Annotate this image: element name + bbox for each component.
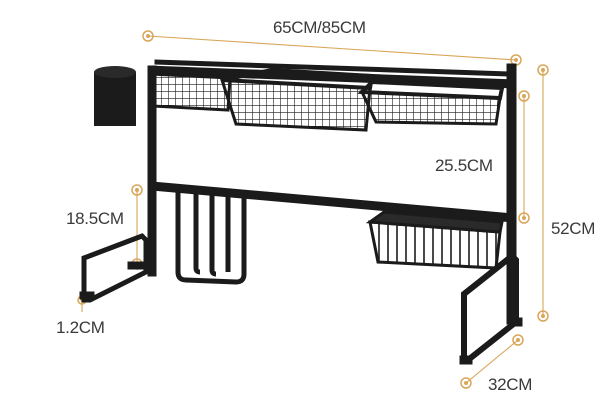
lower-basket — [365, 210, 504, 270]
rack-frame — [79, 59, 523, 365]
upper-basket-center — [219, 67, 375, 132]
cutting-board-holder — [175, 190, 247, 285]
depth-dimension-line — [465, 339, 519, 384]
middle-rail — [151, 181, 514, 223]
upper-basket-right — [357, 79, 505, 126]
dimension-marker — [518, 90, 530, 102]
right-foot-pad — [459, 355, 473, 365]
left-upright — [147, 65, 157, 277]
shelf-gap-label: 25.5CM — [435, 156, 493, 175]
dimension-marker — [518, 212, 530, 224]
height-label: 52CM — [551, 219, 596, 238]
dimension-marker — [131, 184, 143, 196]
depth-label: 32CM — [488, 375, 533, 394]
width-dimension-line — [147, 35, 517, 61]
left-foot-pad — [79, 291, 95, 300]
dimension-marker — [537, 64, 549, 76]
utensil-holder — [94, 66, 136, 126]
dimension-marker — [537, 310, 549, 322]
dimension-marker — [512, 334, 524, 346]
lower-height-label: 18.5CM — [66, 209, 124, 228]
dimension-marker — [142, 30, 154, 42]
left-leg — [81, 233, 149, 303]
dimension-marker — [460, 377, 472, 389]
width-label: 65CM/85CM — [273, 18, 366, 37]
foot-label: 1.2CM — [56, 318, 105, 337]
upper-basket-left — [148, 72, 232, 112]
left-foot-pad — [127, 261, 145, 270]
right-foot-pad — [509, 317, 523, 327]
